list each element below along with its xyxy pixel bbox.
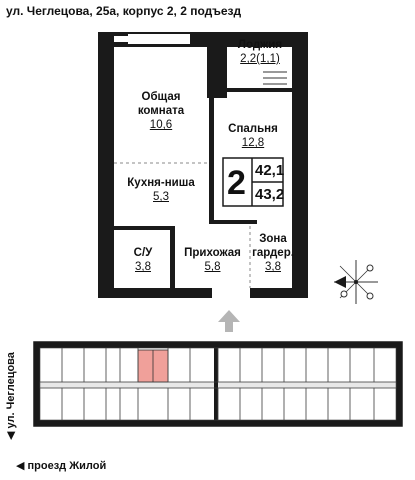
room-wardrobe-area: 3,8 — [265, 261, 281, 273]
room-bedroom-name: Спальня — [228, 123, 278, 135]
site-units — [39, 347, 397, 421]
site-unit — [373, 387, 397, 421]
road-arrow-icon: ◀ — [16, 460, 28, 472]
room-common-name-1: Общая — [141, 91, 181, 103]
room-wardrobe-name-1: Зона — [259, 233, 287, 245]
wall-right — [292, 32, 308, 298]
room-bathroom: С/У 3,8 — [116, 246, 170, 274]
wall-left — [98, 32, 114, 298]
wall-partition-mid — [209, 98, 214, 224]
wall-bathroom-side — [170, 226, 175, 288]
room-hallway-name: Прихожая — [184, 247, 241, 259]
street-label: ◀ ул. Чеглецова — [5, 352, 17, 440]
road-label: ◀ проезд Жилой — [16, 460, 107, 472]
room-wardrobe: Зона гардер. 3,8 — [252, 232, 294, 274]
section-divider — [214, 342, 218, 426]
room-hallway: Прихожая 5,8 — [175, 246, 250, 274]
total-area: 42,1 — [255, 162, 285, 179]
room-loggia: Лоджия 2,2(1,1) — [226, 38, 294, 66]
wall-partition-upper — [207, 32, 227, 98]
room-common-name-2: комната — [137, 105, 185, 117]
room-kitchen-area: 5,3 — [153, 191, 169, 203]
wall-bathroom-top — [114, 226, 174, 230]
room-kitchen: Кухня-ниша 5,3 — [114, 176, 208, 204]
room-bathroom-area: 3,8 — [135, 261, 151, 273]
total-area-with-balcony: 43,2 — [255, 186, 285, 203]
room-loggia-name: Лоджия — [237, 39, 283, 51]
room-common-area: 10,6 — [149, 119, 173, 131]
room-hallway-area: 5,8 — [204, 261, 221, 273]
window-common-room — [128, 34, 190, 44]
room-bedroom-area: 12,8 — [241, 137, 265, 149]
site-plan — [33, 341, 403, 427]
room-common: Общая комната 10,6 — [114, 90, 208, 132]
address-title: ул. Чеглецова, 25а, корпус 2, 2 подъезд — [6, 4, 242, 18]
room-bathroom-name: С/У — [133, 247, 153, 259]
entrance-arrow-icon — [218, 310, 240, 332]
room-kitchen-name: Кухня-ниша — [127, 177, 195, 189]
entrance-opening — [212, 288, 250, 298]
room-loggia-area: 2,2(1,1) — [240, 53, 280, 65]
wall-bottom — [98, 288, 308, 298]
rooms-count: 2 — [227, 164, 246, 202]
wall-bedroom-bottom — [209, 220, 257, 224]
compass-rose-icon — [334, 260, 378, 304]
street-arrow-icon: ◀ — [5, 428, 17, 440]
room-wardrobe-name-2: гардер. — [252, 247, 294, 259]
wall-loggia — [227, 88, 292, 92]
room-bedroom: Спальня 12,8 — [214, 122, 292, 150]
site-unit — [373, 347, 397, 383]
